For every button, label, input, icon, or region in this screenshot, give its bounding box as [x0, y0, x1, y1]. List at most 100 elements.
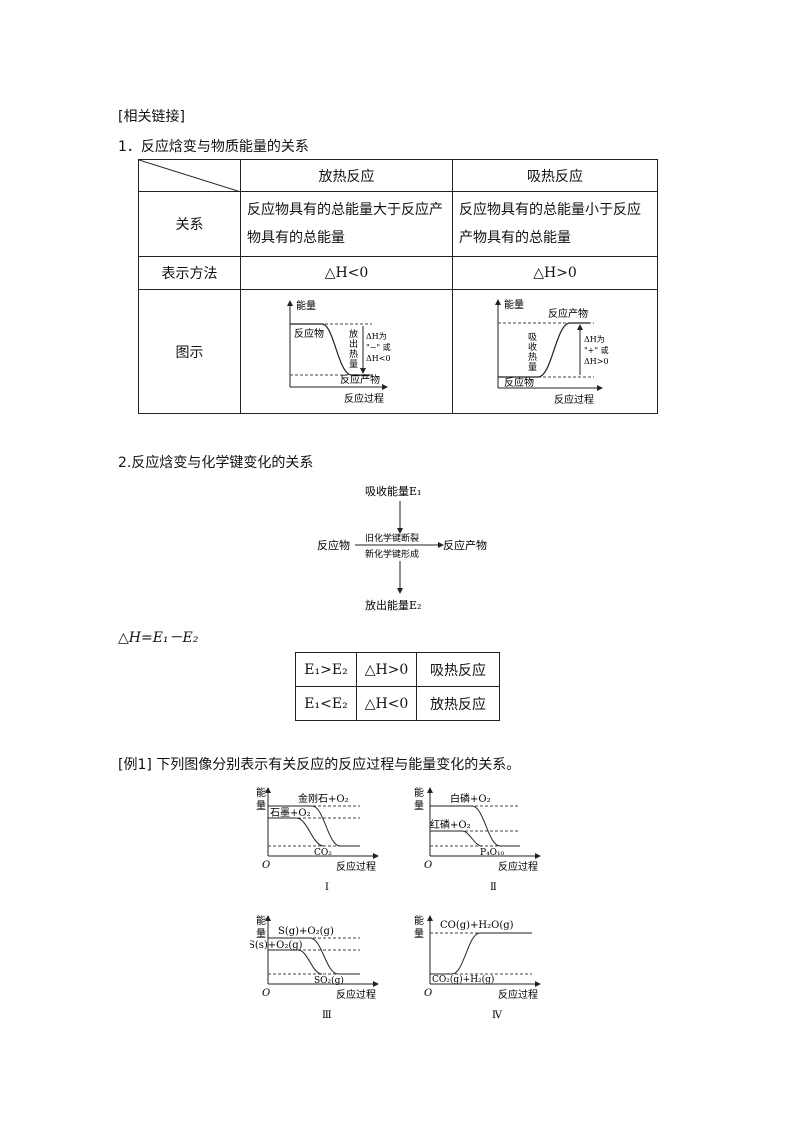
example-title: [例1] 下列图像分别表示有关反应的反应过程与能量变化的关系。 [118, 757, 521, 773]
bottom-label: P₄O₁₀ [480, 848, 505, 858]
energy-curve [430, 932, 532, 975]
y-axis-char-1: 能 [414, 914, 424, 927]
cell-type-1: 吸热反应 [416, 652, 500, 687]
diagonal-header-cell [138, 159, 241, 192]
bond-change-diagram: 吸收能量E₁ 反应物 旧化学键断裂 新化学键形成 反应产物 放出能量E₂ [317, 484, 487, 612]
row-label-notation: 表示方法 [138, 256, 241, 290]
curve-top [430, 805, 520, 847]
exothermic-energy-diagram: 能量 反应过程 反应物 反应产物 放 出 热 量 ΔH为 "−" 或 ΔH<0 [286, 299, 391, 405]
cell-dh-2: △H<0 [356, 686, 417, 721]
exo-diagram-cell: 能量 反应过程 反应物 反应产物 放 出 热 量 ΔH为 "−" 或 ΔH<0 [240, 289, 453, 414]
y-axis-label: 能量 [296, 299, 316, 312]
x-axis-label: 反应过程 [344, 392, 384, 405]
enthalpy-energy-table: 放热反应 吸热反应 关系 反应物具有的总能量大于反应产物具有的总能量 反应物具有… [138, 159, 658, 414]
bond-energy-table: E₁>E₂ △H>0 吸热反应 E₁<E₂ △H<0 放热反应 [295, 652, 500, 721]
heat-char-2: 出 [349, 338, 358, 350]
graph-numeral: Ⅱ [490, 882, 497, 893]
exo-relation-text: 反应物具有的总能量大于反应产物具有的总能量 [240, 191, 453, 257]
x-axis-label: 反应过程 [554, 393, 594, 406]
mid-label: S(s)+O₂(g) [250, 940, 303, 951]
diagonal-line [139, 160, 241, 192]
graph-1: 能 量 O 反应过程 金刚石+O₂ 石墨+O₂ CO₂ Ⅰ [256, 786, 379, 893]
heat-char-3: 热 [349, 348, 358, 360]
x-axis-label: 反应过程 [336, 860, 376, 873]
y-axis-char-2: 量 [256, 928, 266, 940]
exo-notation: △H<0 [240, 256, 453, 290]
y-axis-char-1: 能 [256, 914, 266, 927]
x-axis-label: 反应过程 [498, 860, 538, 873]
dh-line-2: "−" 或 [366, 342, 391, 352]
origin-label: O [424, 988, 432, 999]
dh-line-3: ΔH>0 [584, 357, 609, 366]
row-label-relation: 关系 [138, 191, 241, 257]
dh-line-1: ΔH为 [366, 331, 387, 341]
top-label: 白磷+O₂ [450, 792, 491, 805]
top-label: S(g)+O₂(g) [278, 926, 334, 937]
y-axis-char-2: 量 [256, 800, 266, 812]
enthalpy-formula: △H=E₁－E₂ [118, 630, 199, 646]
energy-curve [498, 321, 590, 378]
y-axis-char-2: 量 [414, 800, 424, 812]
heat-char-4: 量 [349, 359, 358, 370]
product-label: 反应产物 [548, 307, 588, 320]
endo-notation: △H>0 [452, 256, 658, 290]
bond-form-label: 新化学键形成 [365, 548, 419, 560]
absorb-energy-label: 吸收能量E₁ [365, 484, 421, 498]
item1-title: 1．反应焓变与物质能量的关系 [118, 139, 309, 155]
heat-char-4: 量 [528, 362, 537, 373]
x-axis-label: 反应过程 [336, 988, 376, 1001]
dh-line-3: ΔH<0 [366, 354, 391, 363]
row-label-diagram: 图示 [138, 289, 241, 414]
bond-break-label: 旧化学键断裂 [365, 532, 419, 544]
curve-top [268, 937, 360, 975]
graph-numeral: Ⅲ [322, 1010, 332, 1021]
y-axis-label: 能量 [504, 298, 524, 311]
origin-label: O [424, 860, 432, 871]
curve-mid [268, 817, 325, 847]
origin-label: O [262, 860, 270, 871]
release-energy-label: 放出能量E₂ [365, 598, 421, 612]
curve-top [268, 805, 360, 847]
reactant-label: 反应物 [294, 327, 324, 340]
x-axis-label: 反应过程 [498, 988, 538, 1001]
dh-line-2: "+" 或 [584, 345, 609, 355]
origin-label: O [262, 988, 270, 999]
cell-compare-1: E₁>E₂ [295, 652, 357, 687]
dh-line-1: ΔH为 [584, 334, 605, 344]
endo-diagram-cell: 能量 反应过程 反应物 反应产物 吸 收 热 量 ΔH为 "+" 或 ΔH>0 [452, 289, 658, 414]
item2-title: 2.反应焓变与化学键变化的关系 [118, 455, 314, 471]
reactant-label: 反应物 [504, 376, 534, 389]
heat-char-1: 放 [349, 328, 358, 340]
endo-relation-text: 反应物具有的总能量小于反应产物具有的总能量 [452, 191, 658, 257]
section-label: [相关链接] [118, 109, 185, 125]
product-label: 反应产物 [340, 373, 380, 386]
energy-curve [289, 322, 370, 376]
graph-numeral: Ⅰ [325, 882, 329, 893]
y-axis-char-1: 能 [256, 786, 266, 799]
bottom-label: SO₂(g) [314, 975, 344, 986]
graph-3: 能 量 O 反应过程 S(g)+O₂(g) S(s)+O₂(g) SO₂(g) … [250, 914, 379, 1021]
mid-label: 石墨+O₂ [270, 807, 311, 819]
graph-2: 能 量 O 反应过程 白磷+O₂ 红磷+O₂ P₄O₁₀ Ⅱ [414, 786, 541, 893]
top-label: CO(g)+H₂O(g) [440, 920, 514, 931]
bottom-label: CO₂(g)+H₂(g) [432, 974, 494, 985]
cell-type-2: 放热反应 [416, 686, 500, 721]
cell-dh-1: △H>0 [356, 652, 417, 687]
curve-mid [268, 949, 323, 975]
graph-numeral: Ⅳ [492, 1010, 503, 1021]
heat-char-3: 热 [528, 351, 537, 363]
y-axis-char-1: 能 [414, 786, 424, 799]
endothermic-energy-diagram: 能量 反应过程 反应物 反应产物 吸 收 热 量 ΔH为 "+" 或 ΔH>0 [495, 298, 609, 406]
bottom-label: CO₂ [314, 848, 332, 858]
header-endothermic: 吸热反应 [452, 159, 658, 192]
mid-label: 红磷+O₂ [430, 818, 471, 831]
heat-char-1: 吸 [528, 332, 537, 343]
curve-mid [430, 830, 483, 847]
top-label: 金刚石+O₂ [298, 792, 349, 805]
y-axis-char-2: 量 [414, 928, 424, 940]
product-label: 反应产物 [443, 538, 487, 552]
graph-4: 能 量 O 反应过程 CO(g)+H₂O(g) CO₂(g)+H₂(g) Ⅳ [414, 914, 541, 1021]
header-exothermic: 放热反应 [240, 159, 453, 192]
heat-char-2: 收 [528, 341, 537, 353]
reactant-label: 反应物 [317, 538, 350, 552]
